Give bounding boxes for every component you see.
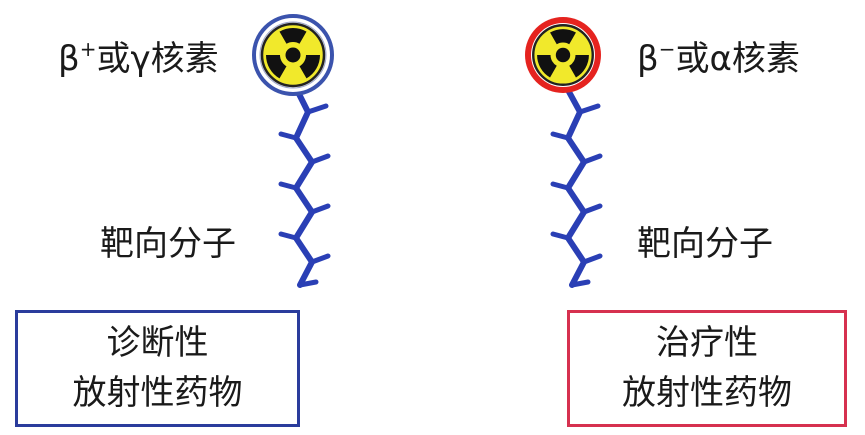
diagnostic-box-line2: 放射性药物 [72, 372, 243, 413]
therapeutic-box-line2: 放射性药物 [622, 372, 792, 413]
therapeutic-box-line1: 治疗性 [656, 323, 758, 364]
radiation-trefoil-icon [525, 17, 601, 93]
left-molecule-chain [278, 85, 331, 288]
right-nuclide-label: β−或α核素 [637, 37, 800, 79]
left-nuclide-label: β+或γ核素 [58, 37, 219, 79]
diagnostic-radiopharmaceutical-box: 诊断性 放射性药物 [15, 310, 300, 427]
radiation-trefoil-icon [252, 14, 334, 96]
left-targeting-molecule-label: 靶向分子 [100, 224, 236, 264]
right-targeting-molecule-label: 靶向分子 [637, 224, 773, 264]
diagnostic-box-line1: 诊断性 [106, 323, 209, 364]
therapeutic-radiopharmaceutical-box: 治疗性 放射性药物 [567, 310, 847, 427]
right-molecule-chain [550, 87, 603, 288]
